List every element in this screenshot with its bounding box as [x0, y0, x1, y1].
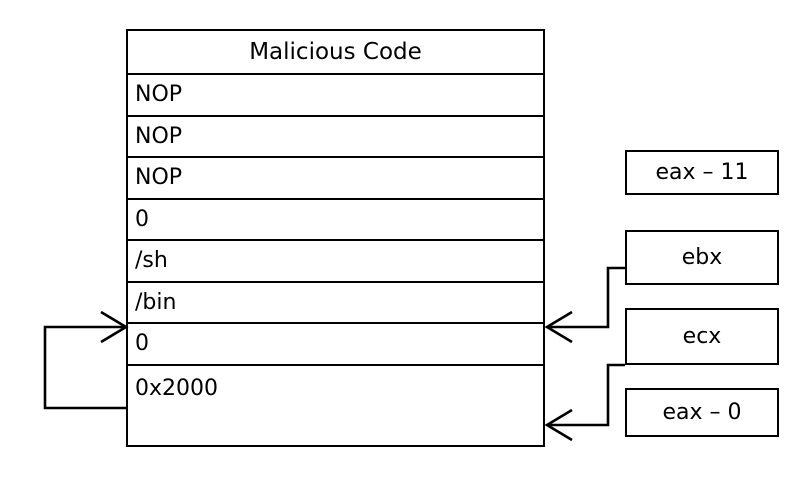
- stack-cell-zero-upper: 0: [128, 200, 543, 241]
- arrowhead-left-upper: [544, 310, 573, 344]
- connector-ecx-to-stack: [544, 363, 625, 442]
- connector-ebx-to-stack: [544, 266, 625, 344]
- stack-cell-bin: /bin: [128, 283, 543, 324]
- register-label: eax – 11: [655, 159, 749, 185]
- stack-cell-label: NOP: [135, 165, 183, 190]
- stack-cell-nop-1: NOP: [128, 75, 543, 117]
- stack-cell-label: 0: [135, 206, 149, 232]
- stack-cell-label: /bin: [135, 289, 177, 315]
- stack-cell-nop-2: NOP: [128, 117, 543, 158]
- stack-cell-address: 0x2000: [128, 366, 543, 445]
- connector-line-ebx: [549, 266, 625, 329]
- stack-cell-label: NOP: [135, 82, 183, 107]
- malicious-code-stack-table: Malicious Code NOP NOP NOP 0 /sh /bin 0 …: [126, 29, 545, 447]
- register-box-ebx: ebx: [625, 230, 779, 285]
- connector-line-loop: [43, 325, 127, 410]
- stack-header-label: Malicious Code: [249, 38, 422, 65]
- arrowhead-left-lower: [544, 408, 573, 442]
- register-box-eax-11: eax – 11: [625, 150, 779, 195]
- stack-cell-nop-3: NOP: [128, 158, 543, 200]
- stack-header-cell: Malicious Code: [128, 31, 543, 75]
- arrowhead-right-loop: [100, 310, 129, 344]
- register-label: eax – 0: [662, 399, 742, 425]
- connector-line-ecx: [549, 363, 625, 427]
- register-label: ebx: [681, 244, 723, 270]
- stack-cell-label: 0x2000: [135, 376, 219, 401]
- register-box-ecx: ecx: [625, 308, 779, 365]
- stack-cell-label: 0: [135, 331, 149, 356]
- stack-cell-sh: /sh: [128, 241, 543, 283]
- connector-stack-self-loop: [43, 310, 129, 410]
- stack-cell-zero-lower: 0: [128, 324, 543, 366]
- register-box-eax-0: eax – 0: [625, 388, 779, 437]
- register-label: ecx: [682, 323, 722, 349]
- stack-cell-label: /sh: [135, 248, 168, 273]
- stack-cell-label: NOP: [135, 123, 183, 149]
